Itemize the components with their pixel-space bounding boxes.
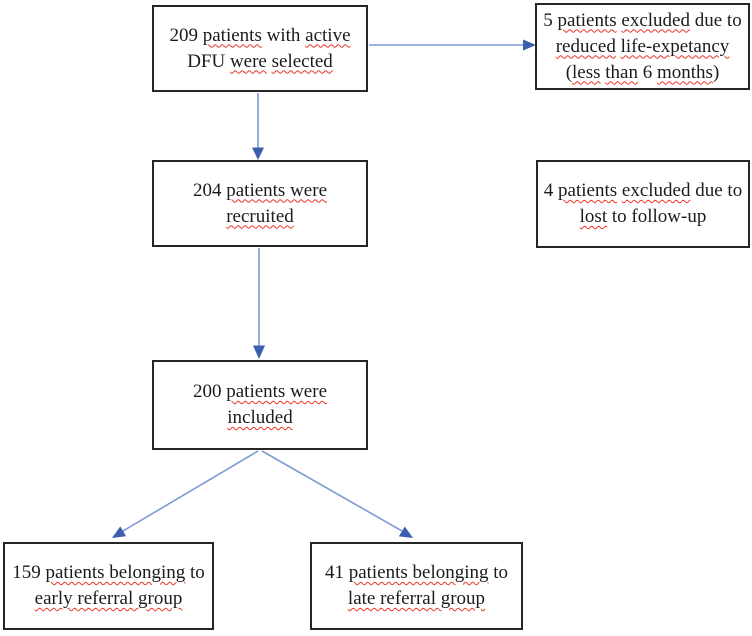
text-segment: 209 — [169, 24, 203, 46]
flow-box-line: (less than 6 months) — [543, 60, 741, 86]
arrow-included-to-late-referral — [261, 450, 413, 538]
text-segment: ( — [565, 61, 573, 83]
arrow-line — [261, 450, 403, 532]
arrow-selected-to-recruited — [252, 93, 264, 160]
text-segment: 4 — [543, 180, 559, 201]
misspelled-word: late referral group — [347, 588, 486, 609]
arrow-included-to-early-referral — [112, 450, 259, 538]
text-segment: ) — [712, 61, 720, 83]
misspelled-word: life-expetancy — [620, 35, 730, 57]
arrow-head-icon — [253, 345, 265, 359]
misspelled-word: were — [229, 50, 267, 72]
misspelled-word: lost — [579, 206, 608, 227]
arrow-head-icon — [398, 526, 413, 538]
misspelled-word: included — [227, 407, 293, 428]
flow-box-line: DFU were selected — [170, 49, 351, 75]
misspelled-word: patients were — [226, 381, 327, 402]
flow-box-line: 200 patients were — [193, 379, 327, 405]
flow-box-line: reduced life-expetancy — [543, 34, 741, 60]
arrow-head-icon — [112, 526, 127, 538]
arrow-head-icon — [252, 147, 264, 160]
misspelled-word: months — [657, 61, 713, 83]
arrow-line — [122, 450, 259, 532]
misspelled-word: less — [572, 61, 601, 83]
flow-box-line: recruited — [193, 204, 327, 230]
flow-box-line: 159 patients belonging to — [12, 560, 205, 586]
text-segment: to follow-up — [607, 206, 707, 227]
misspelled-word: excluded — [621, 180, 691, 201]
text-segment: to — [488, 562, 509, 583]
misspelled-word: patients belonging — [348, 562, 489, 583]
misspelled-word: excluded — [621, 9, 690, 31]
text-segment: 200 — [192, 381, 227, 402]
text-segment: 5 — [543, 9, 558, 31]
misspelled-word: patients — [202, 24, 262, 46]
text-segment: 159 — [12, 562, 46, 583]
misspelled-word: early referral group — [34, 588, 183, 609]
misspelled-word: patients — [557, 9, 617, 31]
misspelled-word: recruited — [226, 205, 294, 227]
flow-box-line: included — [193, 405, 327, 431]
text-segment: 41 — [324, 562, 349, 583]
text-segment: with — [261, 24, 306, 46]
misspelled-word: patients — [558, 180, 618, 201]
text-segment: to — [185, 562, 205, 583]
arrow-recruited-to-included — [253, 248, 265, 359]
misspelled-word: selected — [271, 50, 333, 72]
text-segment: due to — [690, 180, 743, 201]
text-segment: due to — [689, 9, 742, 31]
misspelled-word: patients belonging — [45, 562, 186, 583]
flow-box-line: 41 patients belonging to — [325, 560, 508, 586]
flow-box-line: late referral group — [325, 586, 508, 612]
flow-box-line: 5 patients excluded due to — [543, 8, 741, 34]
flow-box-line: 204 patients were — [193, 178, 327, 204]
flow-box-line: lost to follow-up — [544, 204, 742, 230]
misspelled-word: than — [605, 61, 638, 83]
flow-box-line: 209 patients with active — [170, 23, 351, 49]
flow-box-line: 4 patients excluded due to — [544, 178, 742, 204]
arrow-selected-to-excluded-life-expectancy — [369, 39, 536, 51]
flow-box-line: early referral group — [12, 586, 205, 612]
text-segment: 6 — [638, 61, 657, 83]
misspelled-word: active — [305, 24, 351, 46]
misspelled-word: reduced — [555, 35, 616, 57]
text-segment: 204 — [192, 179, 227, 201]
text-segment: DFU — [187, 50, 230, 72]
misspelled-word: patients were — [226, 179, 327, 201]
